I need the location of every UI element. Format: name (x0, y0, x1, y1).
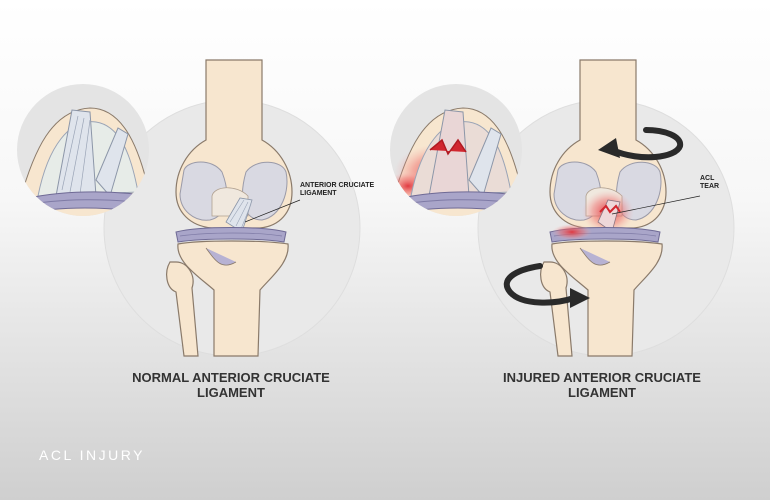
normal-knee (103, 59, 361, 357)
tear-label: ACL TEAR (700, 175, 719, 191)
acl-label: ANTERIOR CRUCIATE LIGAMENT (300, 182, 374, 198)
normal-caption: NORMAL ANTERIOR CRUCIATE LIGAMENT (111, 370, 351, 400)
normal-zoom-inset (17, 84, 149, 216)
fibula-bone (166, 261, 199, 357)
normal-caption-line1: NORMAL ANTERIOR CRUCIATE (132, 370, 330, 385)
tibia-bone (551, 240, 663, 357)
acl-label-line2: LIGAMENT (300, 190, 337, 197)
acl-tear (582, 190, 634, 234)
meniscus (175, 227, 287, 243)
tear-leader-line (611, 195, 701, 215)
footer-title: ACL INJURY (39, 447, 145, 463)
curved-arrow-icon (598, 127, 684, 161)
fibula-bone (540, 261, 573, 357)
injured-caption-line2: LIGAMENT (568, 385, 636, 400)
curved-arrow-icon (503, 263, 590, 308)
acl-label-line1: ANTERIOR CRUCIATE (300, 182, 375, 189)
tear-label-line1: ACL (700, 175, 715, 182)
injured-caption-line1: INJURED ANTERIOR CRUCIATE (503, 370, 701, 385)
tibia-bone (177, 240, 289, 357)
injured-caption: INJURED ANTERIOR CRUCIATE LIGAMENT (482, 370, 722, 400)
injured-zoom-inset (390, 84, 522, 216)
tear-label-line2: TEAR (700, 183, 720, 190)
acl-leader-line (244, 199, 301, 223)
injured-knee (477, 59, 735, 357)
normal-caption-line2: LIGAMENT (197, 385, 265, 400)
